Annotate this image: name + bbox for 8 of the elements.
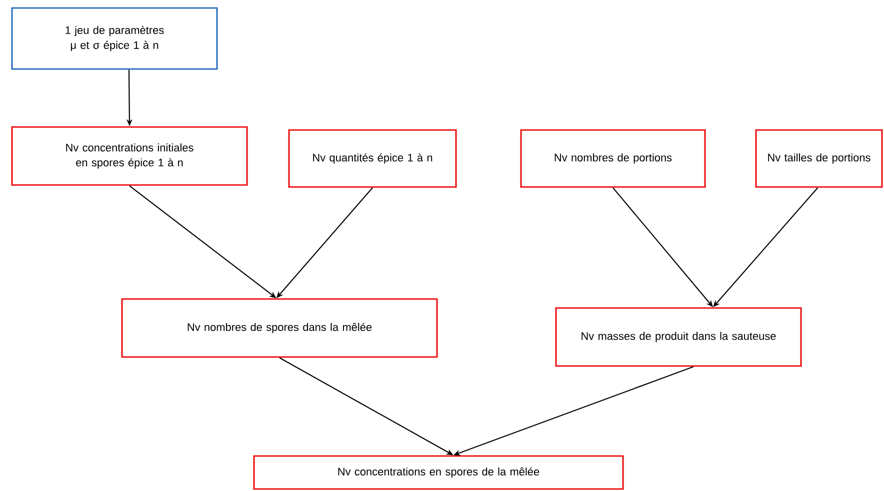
process-box: Nv nombres de spores dans la mêlée — [121, 298, 438, 358]
process-box: Nv tailles de portions — [755, 129, 883, 188]
process-box: Nv masses de produit dans la sauteuse — [555, 307, 802, 367]
process-box: Nv concentrations initiales en spores épice 1 à n — [11, 126, 248, 186]
process-box: 1 jeu de paramètres μ et σ épice 1 à n — [11, 7, 218, 70]
process-box: Nv quantités épice 1 à n — [288, 129, 457, 188]
process-box: Nv nombres de portions — [520, 129, 706, 188]
process-box: Nv concentrations en spores de la mêlée — [253, 455, 624, 490]
